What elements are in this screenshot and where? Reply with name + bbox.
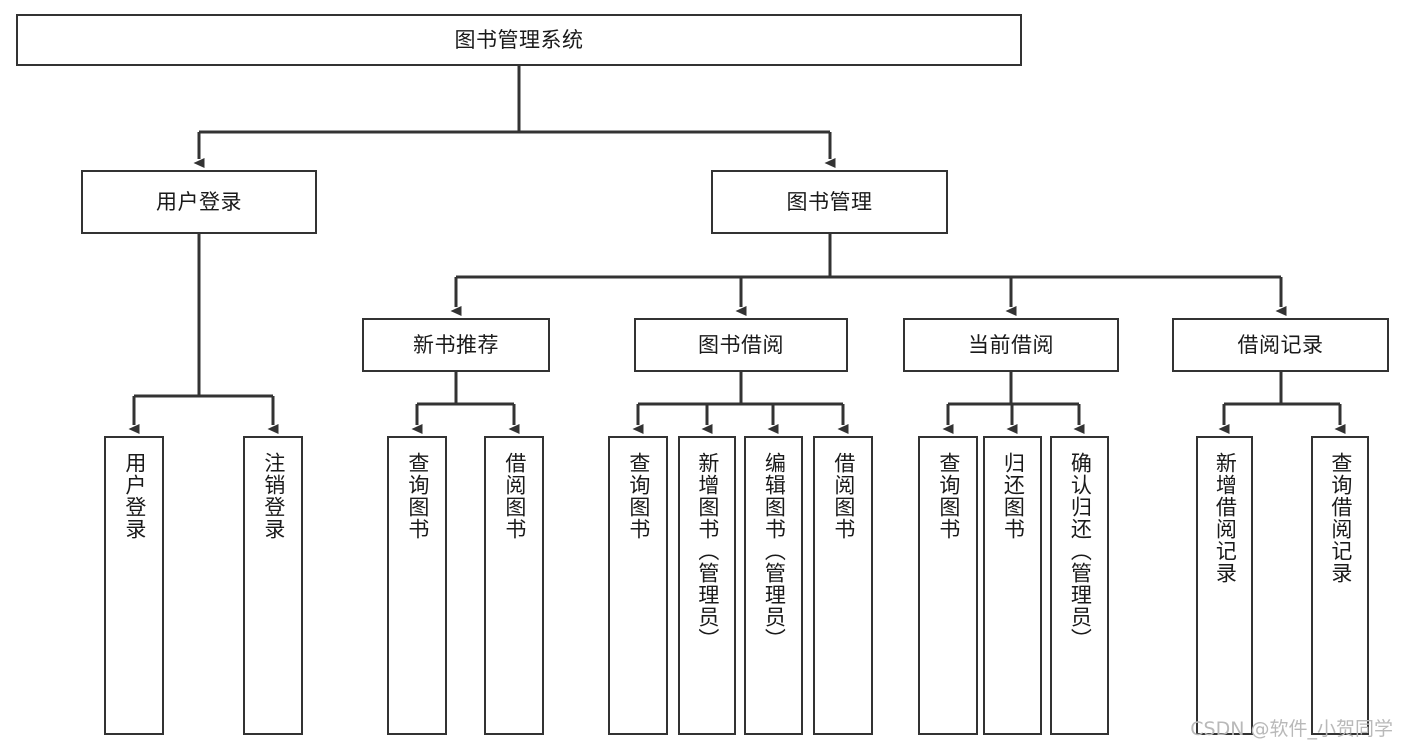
node-root-label: 图书管理系统 — [454, 27, 584, 52]
leaf-logout[interactable]: 注销登录 — [243, 436, 303, 735]
node-user-login[interactable]: 用户登录 — [81, 170, 317, 234]
leaf-recommend-query-book[interactable]: 查询图书 — [387, 436, 447, 735]
leaf-borrow-edit-book[interactable]: 编辑图书（管理员） — [744, 436, 803, 735]
leaf-current-return-book-label: 归还图书 — [1001, 452, 1026, 540]
node-new-book-recommend[interactable]: 新书推荐 — [362, 318, 550, 372]
leaf-recommend-query-book-label: 查询图书 — [405, 452, 430, 540]
leaf-borrow-query-book[interactable]: 查询图书 — [608, 436, 668, 735]
node-current-borrow-label: 当前借阅 — [968, 332, 1054, 357]
leaf-recommend-borrow-book-label: 借阅图书 — [502, 452, 527, 540]
leaf-borrow-borrow-book-label: 借阅图书 — [831, 452, 856, 540]
node-borrow-record-label: 借阅记录 — [1237, 332, 1324, 357]
leaf-recommend-borrow-book[interactable]: 借阅图书 — [484, 436, 544, 735]
leaf-current-query-book-label: 查询图书 — [936, 452, 961, 540]
leaf-borrow-edit-book-label: 编辑图书（管理员） — [762, 452, 787, 650]
leaf-borrow-query-book-label: 查询图书 — [626, 452, 651, 540]
leaf-borrow-borrow-book[interactable]: 借阅图书 — [813, 436, 873, 735]
node-borrow-record[interactable]: 借阅记录 — [1172, 318, 1389, 372]
node-book-management[interactable]: 图书管理 — [711, 170, 948, 234]
node-book-borrow-label: 图书借阅 — [698, 332, 784, 357]
leaf-record-add-label: 新增借阅记录 — [1213, 452, 1238, 584]
leaf-record-query-label: 查询借阅记录 — [1328, 452, 1353, 584]
leaf-logout-label: 注销登录 — [261, 452, 286, 540]
leaf-current-query-book[interactable]: 查询图书 — [918, 436, 978, 735]
leaf-record-add[interactable]: 新增借阅记录 — [1196, 436, 1253, 735]
leaf-borrow-add-book[interactable]: 新增图书（管理员） — [678, 436, 736, 735]
node-root[interactable]: 图书管理系统 — [16, 14, 1022, 66]
node-current-borrow[interactable]: 当前借阅 — [903, 318, 1119, 372]
leaf-record-query[interactable]: 查询借阅记录 — [1311, 436, 1369, 735]
node-user-login-label: 用户登录 — [156, 189, 242, 214]
node-book-borrow[interactable]: 图书借阅 — [634, 318, 848, 372]
leaf-current-confirm-return[interactable]: 确认归还（管理员） — [1050, 436, 1109, 735]
leaf-borrow-add-book-label: 新增图书（管理员） — [695, 452, 720, 650]
leaf-user-login[interactable]: 用户登录 — [104, 436, 164, 735]
node-new-book-recommend-label: 新书推荐 — [413, 332, 499, 357]
leaf-current-confirm-return-label: 确认归还（管理员） — [1068, 452, 1093, 650]
node-book-management-label: 图书管理 — [786, 189, 873, 214]
csdn-watermark: CSDN @软件_小贺同学 — [1190, 718, 1393, 740]
leaf-user-login-label: 用户登录 — [122, 452, 147, 540]
leaf-current-return-book[interactable]: 归还图书 — [983, 436, 1042, 735]
